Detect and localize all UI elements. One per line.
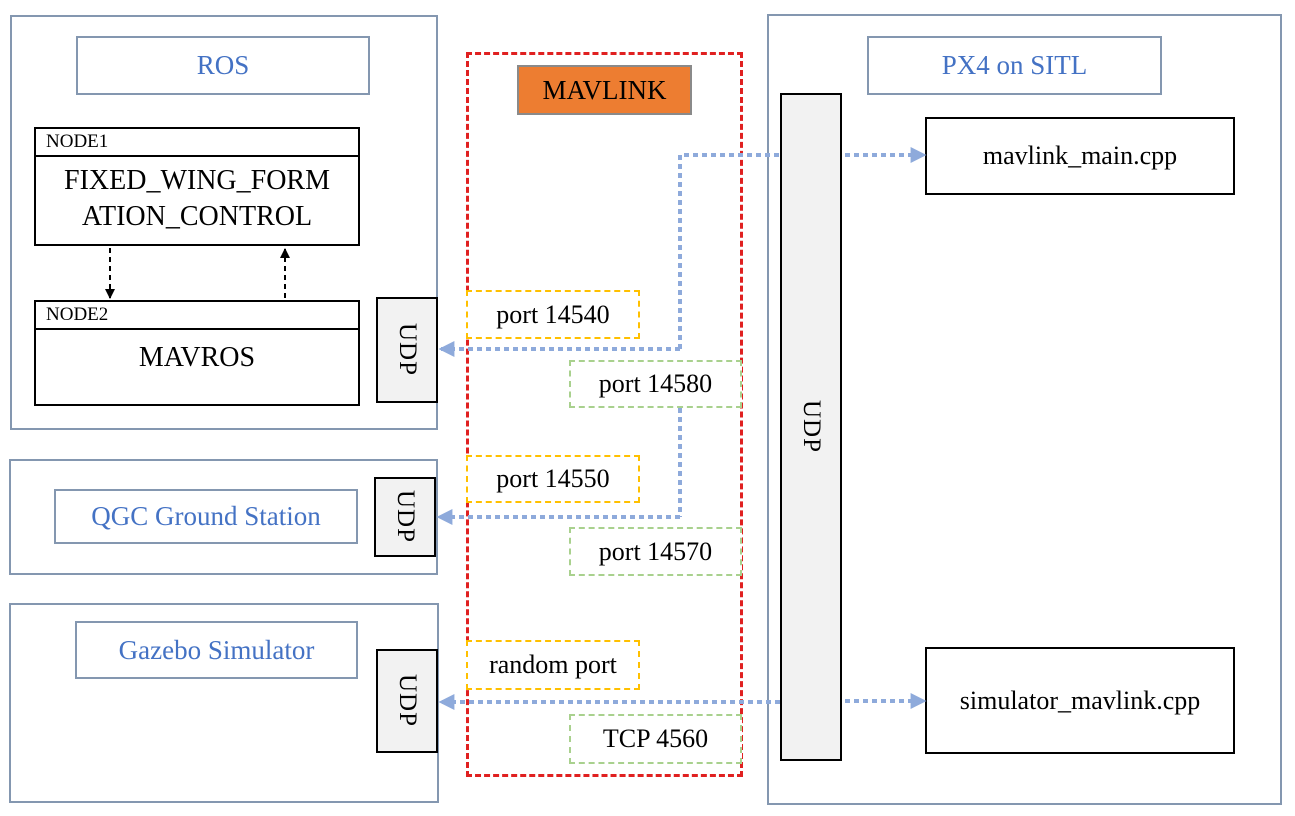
- node1-text-line2: ATION_CONTROL: [81, 201, 313, 232]
- node2-label: NODE2: [36, 302, 358, 330]
- gazebo-title: Gazebo Simulator: [75, 621, 358, 679]
- node2-text: MAVROS: [138, 342, 256, 373]
- node1-box: NODE1 FIXED_WING_FORM ATION_CONTROL: [34, 127, 360, 246]
- random-port-label: random port: [466, 640, 640, 690]
- ros-udp-box: UDP: [376, 297, 438, 403]
- qgc-udp-box: UDP: [374, 477, 436, 557]
- mavlink-main-box: mavlink_main.cpp: [925, 117, 1235, 195]
- node1-text-line1: FIXED_WING_FORM: [64, 165, 330, 196]
- px4-title: PX4 on SITL: [867, 36, 1162, 95]
- ros-title: ROS: [76, 36, 370, 95]
- gazebo-udp-label: UDP: [394, 674, 421, 728]
- px4-udp-box: UDP: [780, 93, 842, 761]
- qgc-title: QGC Ground Station: [54, 489, 358, 544]
- simulator-mavlink-box: simulator_mavlink.cpp: [925, 647, 1235, 754]
- gazebo-udp-box: UDP: [376, 649, 438, 753]
- qgc-udp-label: UDP: [392, 490, 419, 544]
- link-ros-udp: [678, 153, 780, 349]
- port-14580-label: port 14580: [569, 360, 742, 408]
- mavlink-title: MAVLINK: [517, 65, 692, 115]
- node1-label: NODE1: [36, 129, 358, 157]
- ros-udp-label: UDP: [394, 323, 421, 377]
- port-14540-label: port 14540: [466, 290, 640, 339]
- port-14570-label: port 14570: [569, 527, 742, 576]
- node2-box: NODE2 MAVROS: [34, 300, 360, 406]
- tcp-4560-label: TCP 4560: [569, 714, 742, 764]
- port-14550-label: port 14550: [466, 455, 640, 503]
- px4-udp-label: UDP: [798, 400, 825, 454]
- mavlink-frame: [466, 52, 743, 777]
